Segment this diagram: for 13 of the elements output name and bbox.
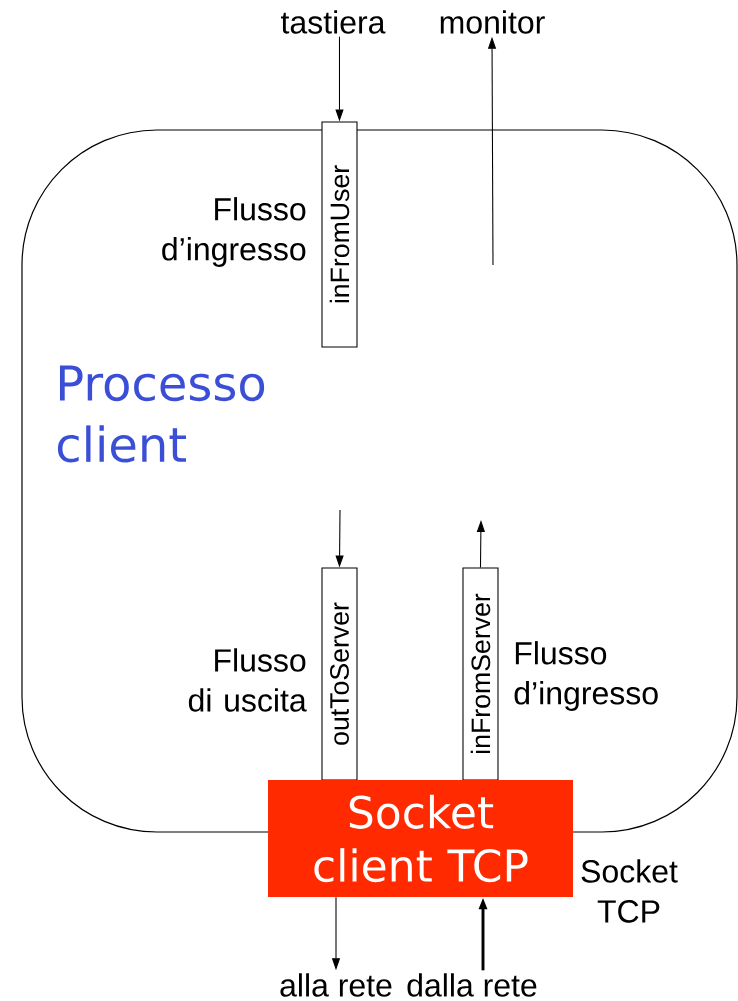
text-label: tastiera <box>281 10 386 34</box>
stream-box: outToServer <box>321 567 358 781</box>
region-title: Processo client <box>57 365 265 463</box>
text-label: dalla rete <box>407 973 537 997</box>
stream-label: Flusso d’ingresso <box>162 197 306 267</box>
stream-label: Flusso di uscita <box>188 648 307 712</box>
socket-box: Socket client TCP <box>268 780 573 897</box>
stream-box: inFromServer <box>462 567 499 781</box>
text-label: monitor <box>440 10 545 34</box>
stream-box: inFromUser <box>321 121 358 348</box>
stream-label: Flusso d’ingresso <box>514 641 658 711</box>
text-label: alla rete <box>280 973 392 997</box>
stream-label: Socket TCP <box>581 859 678 923</box>
